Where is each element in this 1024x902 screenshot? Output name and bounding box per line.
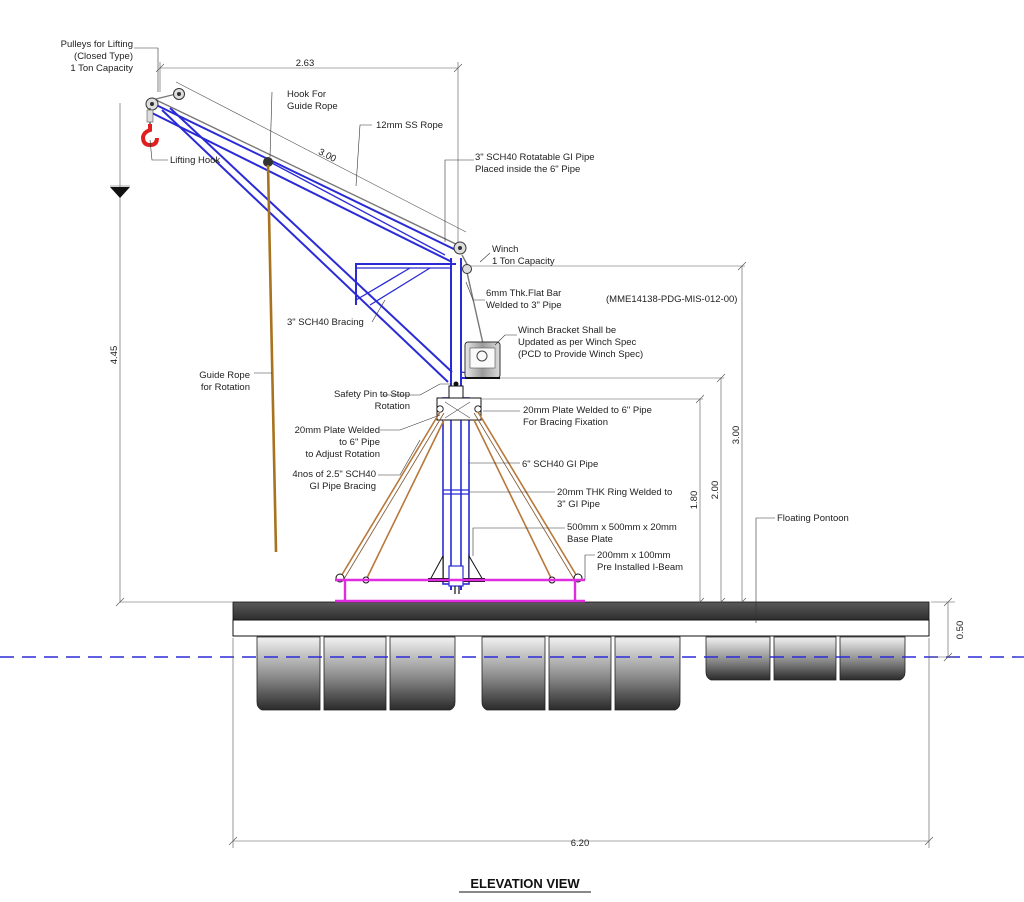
label-guide-rope-2: for Rotation [201, 382, 250, 393]
bracing-plate [436, 385, 482, 421]
label-plate-rotation-3: to Adjust Rotation [306, 449, 380, 460]
label-pulleys: Pulleys for Lifting (Closed Type) 1 Ton … [61, 39, 134, 74]
label-base-plate-1: 500mm x 500mm x 20mm [567, 522, 677, 533]
ss-rope [151, 97, 461, 247]
label-gi-pipe-6: 6" SCH40 GI Pipe [522, 459, 598, 470]
label-plate-rotation-1: 20mm Plate Welded [295, 425, 380, 436]
page-title: ELEVATION VIEW [470, 876, 580, 891]
dim-height-mast: 3.00 [731, 426, 742, 445]
label-rotatable-pipe-1: 3" SCH40 Rotatable GI Pipe [475, 152, 595, 163]
gi-pipe-6in [442, 397, 470, 585]
label-winch-1: Winch [492, 244, 518, 255]
label-plate-6in-1: 20mm Plate Welded to 6" Pipe [523, 405, 652, 416]
dim-height-plate: 1.80 [689, 491, 700, 510]
pulley-mast-icon [453, 241, 472, 274]
pontoon-floats [256, 636, 906, 711]
label-winch-bracket-3: (PCD to Provide Winch Spec) [518, 349, 643, 360]
pontoon-deck [232, 601, 930, 621]
label-plate-6in-2: For Bracing Fixation [523, 417, 608, 428]
label-safety-pin-2: Rotation [375, 401, 410, 412]
label-flat-bar-2: Welded to 3" Pipe [486, 300, 562, 311]
floating-pontoon [232, 601, 930, 711]
label-winch-bracket-2: Updated as per Winch Spec [518, 337, 637, 348]
label-guide-rope-1: Guide Rope [199, 370, 250, 381]
guide-rope [263, 157, 278, 553]
dim-top-span: 2.63 [296, 58, 315, 69]
safety-pin-icon [453, 381, 459, 387]
label-lifting-hook: Lifting Hook [170, 155, 220, 166]
label-bracing: 3" SCH40 Bracing [287, 317, 364, 328]
label-pulleys-2: (Closed Type) [74, 51, 133, 62]
label-ring-1: 20mm THK Ring Welded to [557, 487, 672, 498]
level-marker-icon [110, 187, 130, 198]
label-pontoon: Floating Pontoon [777, 513, 849, 524]
leader-lines [134, 47, 775, 623]
i-beam [335, 578, 585, 603]
label-winch-bracket-1: Winch Bracket Shall be [518, 325, 616, 336]
label-ibeam-1: 200mm x 100mm [597, 550, 670, 561]
dim-boom-length: 3.00 [316, 147, 337, 165]
gi-pipe-bracing [335, 411, 583, 584]
dim-height-bracket: 2.00 [710, 481, 721, 500]
winch-icon [464, 341, 501, 379]
label-hook-guide-1: Hook For [287, 89, 326, 100]
label-pipe-bracing-1: 4nos of 2.5" SCH40 [292, 469, 376, 480]
label-plate-rotation-2: to 6" Pipe [339, 437, 380, 448]
label-flat-bar-1: 6mm Thk.Flat Bar [486, 288, 561, 299]
label-base-plate-2: Base Plate [567, 534, 613, 545]
pulley-top-icon [145, 88, 185, 111]
dim-total-height: 4.45 [109, 346, 120, 365]
pontoon-frame [232, 619, 930, 637]
dim-pontoon-depth: 0.50 [955, 621, 966, 640]
label-pipe-bracing-2: GI Pipe Bracing [309, 481, 376, 492]
label-ss-rope: 12mm SS Rope [376, 120, 443, 131]
dimension-lines [115, 62, 955, 848]
label-rotatable-pipe-2: Placed inside the 6" Pipe [475, 164, 580, 175]
drawing-ref: (MME14138-PDG-MIS-012-00) [606, 294, 737, 305]
lifting-hook-icon [140, 108, 159, 148]
label-pulleys-3: 1 Ton Capacity [70, 63, 133, 74]
label-hook-guide-2: Guide Rope [287, 101, 338, 112]
label-ring-2: 3" GI Pipe [557, 499, 600, 510]
label-winch-2: 1 Ton Capacity [492, 256, 555, 267]
dim-pontoon-length: 6.20 [571, 838, 590, 849]
label-ibeam-2: Pre Installed I-Beam [597, 562, 683, 573]
label-pulleys-1: Pulleys for Lifting [61, 39, 133, 50]
label-safety-pin-1: Safety Pin to Stop [334, 389, 410, 400]
